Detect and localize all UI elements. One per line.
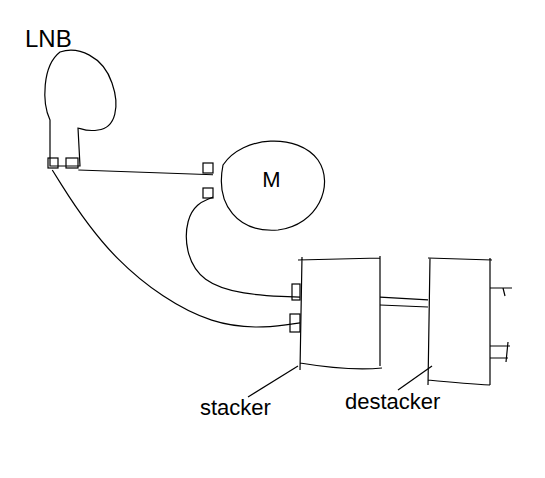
lnb-shape: LNB bbox=[38, 48, 122, 170]
node-label: LNB bbox=[25, 27, 72, 51]
node-outline-path bbox=[45, 50, 116, 166]
stacker-destacker-link bbox=[380, 305, 428, 307]
connector-wire bbox=[52, 170, 300, 327]
node-outline bbox=[300, 258, 380, 370]
node-label: M bbox=[262, 169, 280, 191]
node-outline-path bbox=[428, 258, 492, 385]
connector-wire bbox=[380, 297, 428, 300]
destacker-box: destacker bbox=[428, 258, 490, 385]
leader-line bbox=[248, 366, 298, 397]
node-outline-path bbox=[221, 141, 324, 230]
node-outline-path bbox=[298, 256, 382, 370]
stacker-box: stacker bbox=[300, 258, 380, 370]
m-port bbox=[203, 188, 213, 198]
node-outline bbox=[38, 48, 122, 170]
node-outline bbox=[428, 258, 490, 385]
motor-shape: M bbox=[213, 135, 330, 232]
node-label: stacker bbox=[200, 397, 271, 419]
m-port bbox=[203, 163, 213, 173]
destacker-port bbox=[490, 342, 510, 362]
leader-line bbox=[398, 366, 432, 390]
connector-wire bbox=[186, 197, 300, 297]
destacker-port bbox=[490, 288, 512, 296]
connector-wire bbox=[78, 170, 213, 175]
node-label: destacker bbox=[345, 391, 440, 413]
